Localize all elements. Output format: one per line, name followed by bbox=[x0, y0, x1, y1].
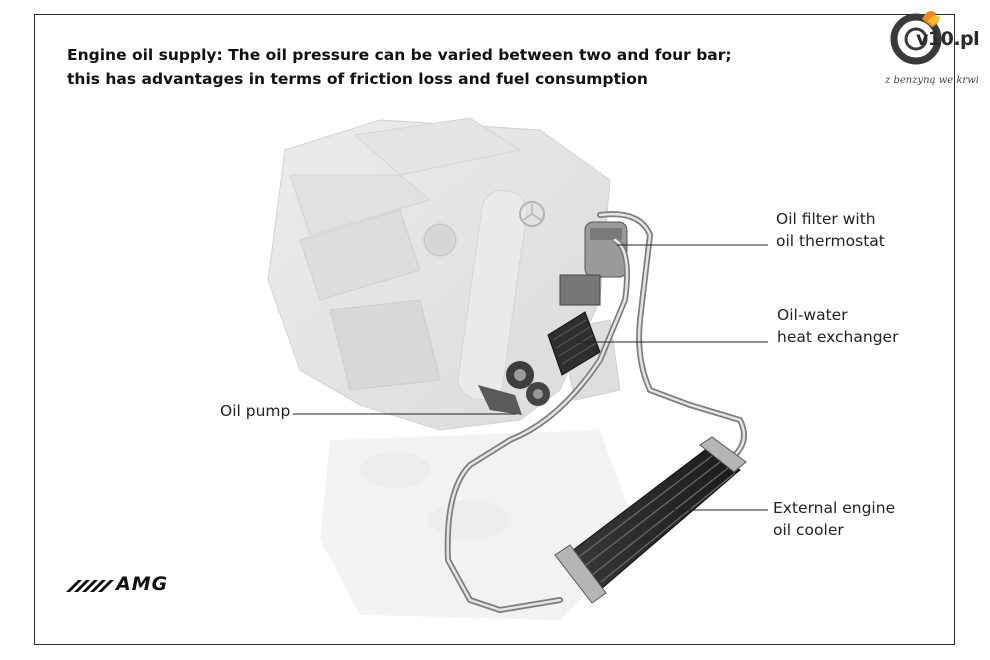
oil-pump-part bbox=[478, 361, 550, 415]
amg-logo-icon bbox=[66, 580, 114, 592]
oil-cooler-line-2: oil cooler bbox=[773, 521, 844, 539]
diagram-headline: Engine oil supply: The oil pressure can … bbox=[67, 43, 747, 91]
heat-exchanger-part bbox=[547, 311, 601, 376]
oil-filter-line-1: Oil filter with bbox=[776, 210, 876, 228]
amg-logo-text: AMG bbox=[116, 573, 169, 595]
label-oil-pump: Oil pump bbox=[220, 402, 291, 420]
headline-line-2: this has advantages in terms of friction… bbox=[67, 70, 648, 88]
heat-exchanger-line-2: heat exchanger bbox=[777, 328, 899, 346]
v10-brand-text: v10.pl bbox=[916, 28, 980, 50]
heat-exchanger-line-1: Oil-water bbox=[777, 306, 848, 324]
oil-cooler-line-1: External engine bbox=[773, 499, 896, 517]
oil-filter-part bbox=[559, 221, 628, 306]
label-oil-filter: Oil filter with oil thermostat bbox=[776, 208, 885, 252]
label-heat-exchanger: Oil-water heat exchanger bbox=[777, 304, 898, 348]
engine-block bbox=[267, 117, 621, 431]
v10-tagline: z benzyną we krwi bbox=[885, 75, 979, 86]
headline-line-1: Engine oil supply: The oil pressure can … bbox=[67, 46, 732, 64]
label-oil-cooler: External engine oil cooler bbox=[773, 497, 895, 541]
diagram-frame bbox=[34, 14, 955, 645]
oil-lines bbox=[444, 211, 747, 614]
oil-filter-line-2: oil thermostat bbox=[776, 232, 885, 250]
v10-watermark-icon bbox=[890, 11, 942, 65]
leader-lines bbox=[293, 244, 768, 511]
external-oil-cooler-part bbox=[554, 436, 747, 604]
